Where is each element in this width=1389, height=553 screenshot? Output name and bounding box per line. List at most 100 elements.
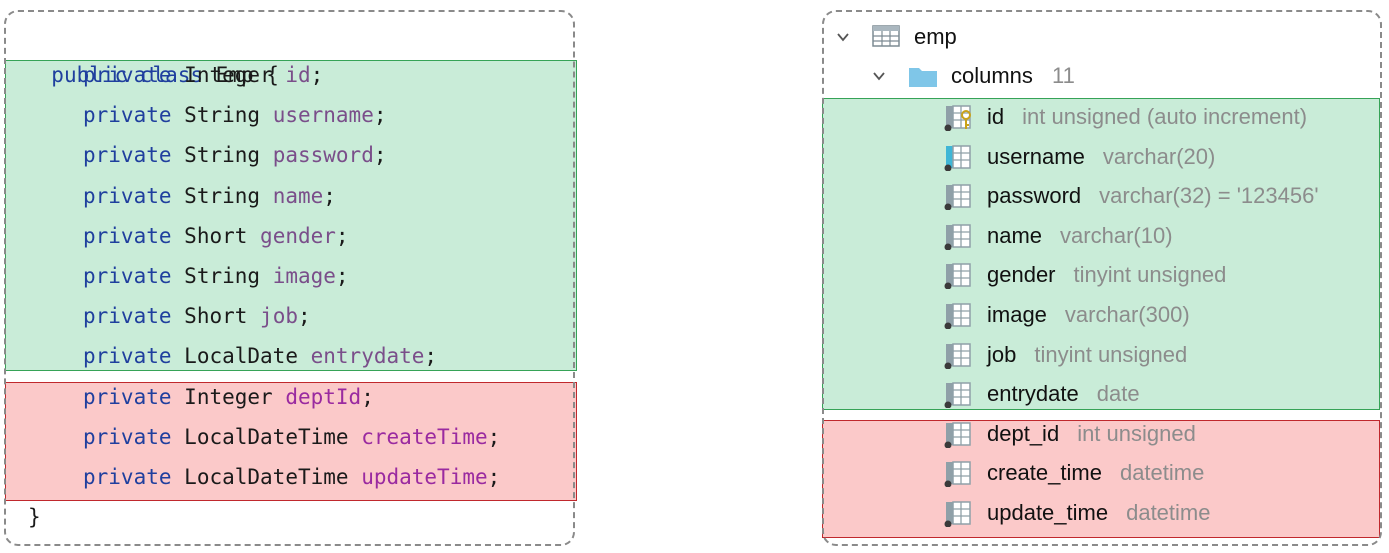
semicolon: ; [297,304,311,329]
column-type: tinyint unsigned [1073,262,1227,288]
access-modifier: private [83,143,172,168]
access-modifier: private [83,384,172,409]
field-type: String [184,143,261,168]
column-name: image [987,302,1047,327]
access-modifier: private [83,63,172,87]
table-name: emp [914,24,957,49]
field-declaration-name: private String name; [83,176,1389,216]
column-type: int unsigned (auto increment) [1022,104,1308,129]
field-name: createTime [361,424,488,449]
column-name: entrydate [987,381,1079,407]
field-declaration-deptId: private Integer deptId; [83,377,1389,417]
column-icon [944,461,971,488]
access-modifier: private [83,264,172,288]
folder-icon [909,68,937,87]
matched-columns-highlight [822,98,1380,410]
column-count: 11 [1052,63,1075,88]
column-name: name [987,222,1043,248]
unmatched-fields-highlight [5,382,577,501]
semicolon: ; [335,264,349,288]
column-icon [944,184,971,211]
column-name: id [987,104,1005,129]
field-declaration-updateTime: private LocalDateTime updateTime; [83,457,1389,497]
field-name: entrydate [310,344,425,369]
field-name: id [285,63,311,87]
access-modifier: private [83,465,172,489]
column-name: username [987,143,1085,169]
column-icon [944,422,971,448]
field-declaration-entrydate: private LocalDate entrydate; [83,336,1389,376]
column-node-create_time[interactable]: create_time datetime [944,454,1204,492]
field-type: Integer [184,63,273,87]
unique-column-icon [944,144,971,171]
column-node-dept_id[interactable]: dept_id int unsigned [944,415,1196,453]
column-node-username[interactable]: username varchar(20) [944,138,1215,176]
column-type: int unsigned [1077,420,1196,446]
class-keyword: public class [51,63,204,87]
field-type: Short [184,304,248,329]
column-node-id[interactable]: id int unsigned (auto increment) [944,98,1307,136]
field-name: deptId [285,384,362,409]
access-modifier: private [83,344,172,369]
field-name: image [272,264,336,288]
field-type: String [184,103,261,128]
java-class-panel [4,10,575,546]
field-name: gender [260,223,336,248]
table-icon [872,25,900,47]
field-type: String [184,264,261,288]
field-declaration-createTime: private LocalDateTime createTime; [83,417,1389,457]
semicolon: ; [310,63,324,87]
field-declaration-gender: private Short gender; [83,216,1389,256]
column-node-name[interactable]: name varchar(10) [944,217,1173,255]
column-name: update_time [987,500,1109,525]
column-node-update_time[interactable]: update_time datetime [944,494,1210,532]
semicolon: ; [335,223,349,248]
field-declaration-password: private String password; [83,135,1389,175]
column-name: gender [987,262,1056,288]
column-icon [944,382,971,409]
access-modifier: private [83,223,172,248]
field-type: LocalDate [184,344,298,369]
semicolon: ; [373,143,387,168]
column-icon [944,303,971,329]
field-declaration-job: private Short job; [83,296,1389,336]
column-icon [944,263,971,290]
chevron-down-icon[interactable] [872,69,886,83]
field-declaration-image: private String image; [83,256,1389,296]
field-type: String [184,183,261,208]
column-type: varchar(20) [1102,143,1216,169]
column-name: create_time [987,460,1102,486]
field-name: updateTime [361,465,488,489]
field-name: job [260,304,298,329]
class-declaration-line: public class Emp { [26,15,1389,87]
column-name: password [987,183,1082,209]
matched-fields-highlight [5,60,577,371]
field-declaration-id: private Integer id; [83,55,1389,95]
open-brace: { [266,63,279,87]
field-type: LocalDateTime [184,465,349,489]
access-modifier: private [83,103,172,128]
unmatched-columns-highlight [822,420,1380,538]
column-name: dept_id [987,420,1060,446]
field-type: Integer [184,384,273,409]
column-type: datetime [1126,500,1211,525]
semicolon: ; [361,384,374,409]
column-icon [944,342,971,369]
column-node-gender[interactable]: gender tinyint unsigned [944,256,1226,294]
field-name: username [272,103,374,128]
column-type: datetime [1119,460,1205,486]
semicolon: ; [424,344,438,369]
column-icon [944,224,971,250]
close-brace: } [28,505,41,529]
primary-key-column-icon [944,105,971,131]
column-type: varchar(10) [1060,222,1173,248]
class-name: Emp [215,63,254,87]
field-type: Short [184,223,248,248]
database-tree-panel [822,10,1382,546]
semicolon: ; [373,103,387,128]
chevron-down-icon[interactable] [836,30,850,44]
